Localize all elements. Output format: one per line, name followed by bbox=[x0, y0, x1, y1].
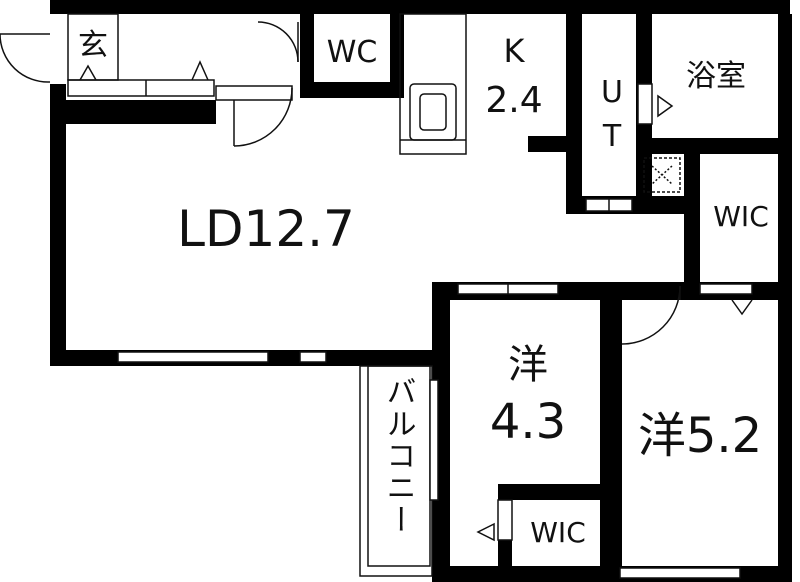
entrance-label: 玄 bbox=[78, 28, 108, 63]
western-room-2-label: 洋5.2 bbox=[638, 408, 762, 464]
room-labels: 玄 WC K 2.4 U T 浴室 LD12.7 WIC 洋 4.3 洋5.2 … bbox=[78, 28, 769, 549]
western-room-1-area: 4.3 bbox=[490, 394, 566, 450]
closet-bottom-label: WIC bbox=[530, 516, 586, 549]
balcony-label: バルコニー bbox=[381, 376, 416, 536]
toilet-label: WC bbox=[327, 35, 378, 70]
kitchen-area: 2.4 bbox=[485, 80, 542, 121]
entrance-area bbox=[0, 13, 753, 542]
kitchen-label: K bbox=[504, 32, 526, 70]
balcony-outline bbox=[359, 365, 439, 577]
western-room-1-label: 洋 bbox=[508, 342, 548, 388]
closet-right-label: WIC bbox=[713, 200, 769, 233]
windows bbox=[117, 198, 753, 579]
kitchen-fixtures bbox=[399, 13, 681, 193]
utility-label-bottom: T bbox=[602, 119, 622, 154]
bathroom-label: 浴室 bbox=[686, 59, 746, 94]
living-dining-label: LD12.7 bbox=[177, 200, 355, 258]
utility-label-top: U bbox=[601, 75, 623, 110]
